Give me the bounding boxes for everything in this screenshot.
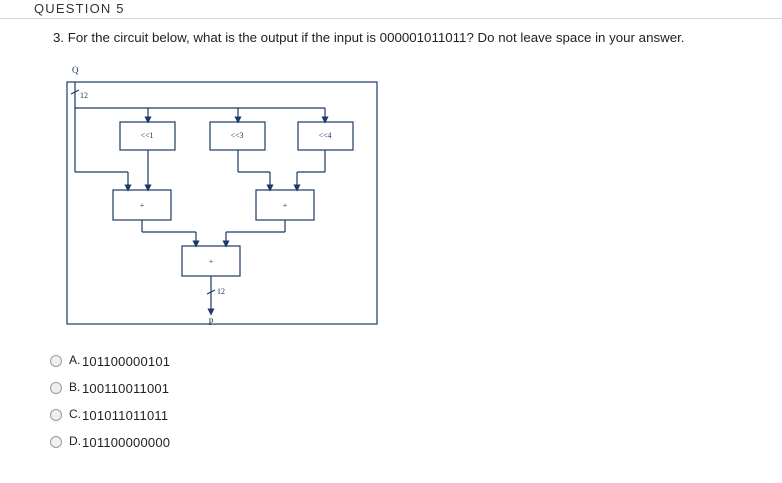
option-letter: D. <box>69 434 81 448</box>
option-value: 101011011011 <box>82 408 169 423</box>
adder-final-label: + <box>209 257 214 266</box>
option-c[interactable]: C. 101011011011 <box>50 406 250 426</box>
input-label: Q <box>72 65 79 75</box>
option-a[interactable]: A. 101100000101 <box>50 352 250 372</box>
option-letter: A. <box>69 353 81 367</box>
input-width-tick <box>70 89 80 95</box>
radio-button[interactable] <box>50 382 62 394</box>
output-width-label: 12 <box>217 287 225 296</box>
input-width-label: 12 <box>80 91 88 100</box>
shift-label-3: <<3 <box>230 131 243 140</box>
adder-2-label: + <box>283 201 288 210</box>
output-label: P <box>208 317 213 327</box>
option-letter: C. <box>69 407 81 421</box>
option-d[interactable]: D. 101100000000 <box>50 433 250 453</box>
option-value: 100110011001 <box>82 381 170 396</box>
adder-1-label: + <box>140 201 145 210</box>
output-width-tick <box>206 289 216 295</box>
question-header: QUESTION 5 <box>0 0 782 20</box>
option-b[interactable]: B. 100110011001 <box>50 379 250 399</box>
radio-button[interactable] <box>50 355 62 367</box>
question-text: 3. For the circuit below, what is the ou… <box>53 30 685 45</box>
header-divider <box>0 18 782 19</box>
option-letter: B. <box>69 380 81 394</box>
option-value: 101100000000 <box>82 435 171 450</box>
shift-label-1: <<1 <box>140 131 153 140</box>
radio-button[interactable] <box>50 436 62 448</box>
shift-label-4: <<4 <box>318 131 331 140</box>
radio-button[interactable] <box>50 409 62 421</box>
circuit-diagram: Q 12 <<1 <<3 <<4 + + + 12 P <box>66 65 378 327</box>
option-value: 101100000101 <box>82 354 171 369</box>
question-title: QUESTION 5 <box>34 1 125 16</box>
circuit-boundary <box>66 81 378 325</box>
